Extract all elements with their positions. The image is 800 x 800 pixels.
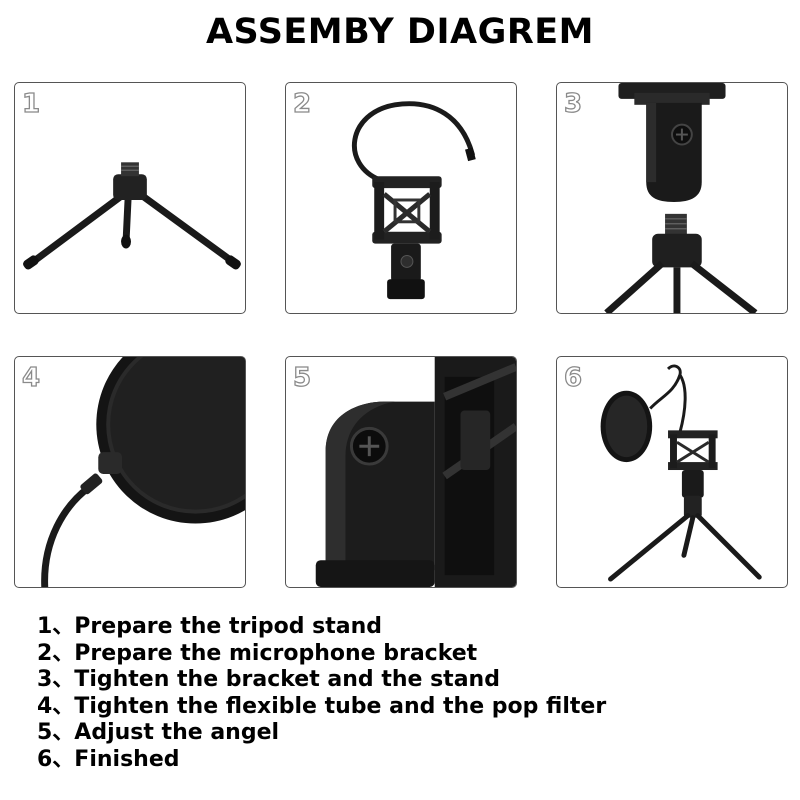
instruction-step-3: 3、Tighten the bracket and the stand — [37, 667, 606, 694]
finished-assembly-image — [557, 357, 787, 587]
step-4-number: 4 — [22, 365, 40, 391]
step-3-number: 3 — [564, 91, 582, 117]
step-1-number: 1 — [22, 91, 40, 117]
angle-adjust-image — [286, 357, 516, 587]
step-2-number: 2 — [293, 91, 311, 117]
pop-filter-image — [15, 357, 245, 587]
tripod-stand-image — [15, 83, 245, 313]
bracket-and-stand-image — [557, 83, 787, 313]
step-6-panel: 6 — [556, 356, 788, 588]
microphone-bracket-image — [286, 83, 516, 313]
step-5-panel: 5 — [285, 356, 517, 588]
step-2-panel: 2 — [285, 82, 517, 314]
step-5-number: 5 — [293, 365, 311, 391]
instruction-step-4: 4、Tighten the flexible tube and the pop … — [37, 694, 606, 721]
instruction-step-5: 5、Adjust the angel — [37, 720, 606, 747]
instruction-step-2: 2、Prepare the microphone bracket — [37, 641, 606, 668]
step-3-panel: 3 — [556, 82, 788, 314]
instruction-list: 1、Prepare the tripod stand 2、Prepare the… — [37, 614, 606, 774]
step-1-panel: 1 — [14, 82, 246, 314]
step-6-number: 6 — [564, 365, 582, 391]
instruction-step-6: 6、Finished — [37, 747, 606, 774]
step-4-panel: 4 — [14, 356, 246, 588]
instruction-step-1: 1、Prepare the tripod stand — [37, 614, 606, 641]
page-title: ASSEMBY DIAGREM — [0, 12, 800, 52]
